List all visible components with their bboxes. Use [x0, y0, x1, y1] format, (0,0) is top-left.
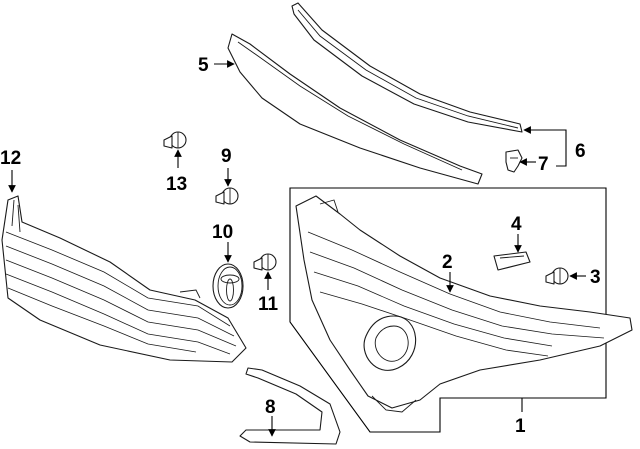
callout-labels: 1 2 3 4 5 6 7 8 9 10 11 12 13 [0, 55, 601, 437]
callout-13: 13 [166, 174, 187, 195]
callout-6: 6 [575, 141, 586, 162]
lower-grille [1, 195, 247, 363]
upper-grille [295, 195, 633, 413]
callout-1: 1 [515, 416, 526, 437]
callout-12: 12 [0, 148, 21, 169]
screw-11 [253, 253, 277, 271]
callout-3: 3 [590, 267, 601, 288]
bracket-4 [493, 251, 531, 271]
screw-13 [163, 131, 187, 149]
callout-10: 10 [212, 222, 233, 243]
lower-side-trim [239, 367, 341, 445]
leader-lines [8, 60, 586, 437]
callout-11: 11 [258, 294, 279, 315]
upper-trim-strip [291, 2, 523, 133]
callout-5: 5 [198, 55, 209, 76]
screw-3 [545, 267, 569, 285]
clip-7 [505, 149, 523, 173]
toyota-emblem-icon [212, 263, 244, 309]
callout-8: 8 [265, 397, 276, 418]
screw-9 [215, 187, 239, 205]
callout-7: 7 [538, 154, 549, 175]
assembly-box-1 [289, 187, 607, 433]
callout-9: 9 [221, 146, 232, 167]
callout-4: 4 [511, 214, 522, 235]
callout-2: 2 [442, 252, 453, 273]
upper-molding [227, 33, 483, 185]
